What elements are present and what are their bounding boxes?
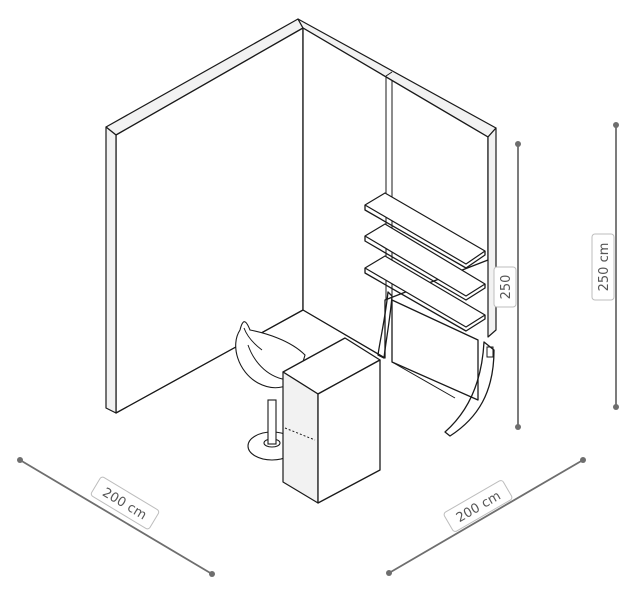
shelf-top xyxy=(364,192,486,269)
right-lower-panel xyxy=(391,299,479,401)
shelf-bottom xyxy=(364,255,486,332)
dimension-height-inner: 250 xyxy=(493,141,521,430)
dimension-width-left: 200 cm xyxy=(17,457,215,577)
dimension-height-outer-label: 250 cm xyxy=(597,243,612,292)
shelf-bracket-left xyxy=(377,291,393,359)
shelf-middle xyxy=(364,223,486,301)
dimension-height-outer: 250 cm xyxy=(591,122,619,410)
dimension-width-right: 200 cm xyxy=(386,457,586,576)
floor-lines xyxy=(115,309,456,414)
left-wall xyxy=(105,18,304,414)
dimension-height-inner-label: 250 xyxy=(499,275,514,300)
shelf-bracket-right xyxy=(444,341,495,437)
desk-podium xyxy=(282,337,381,504)
